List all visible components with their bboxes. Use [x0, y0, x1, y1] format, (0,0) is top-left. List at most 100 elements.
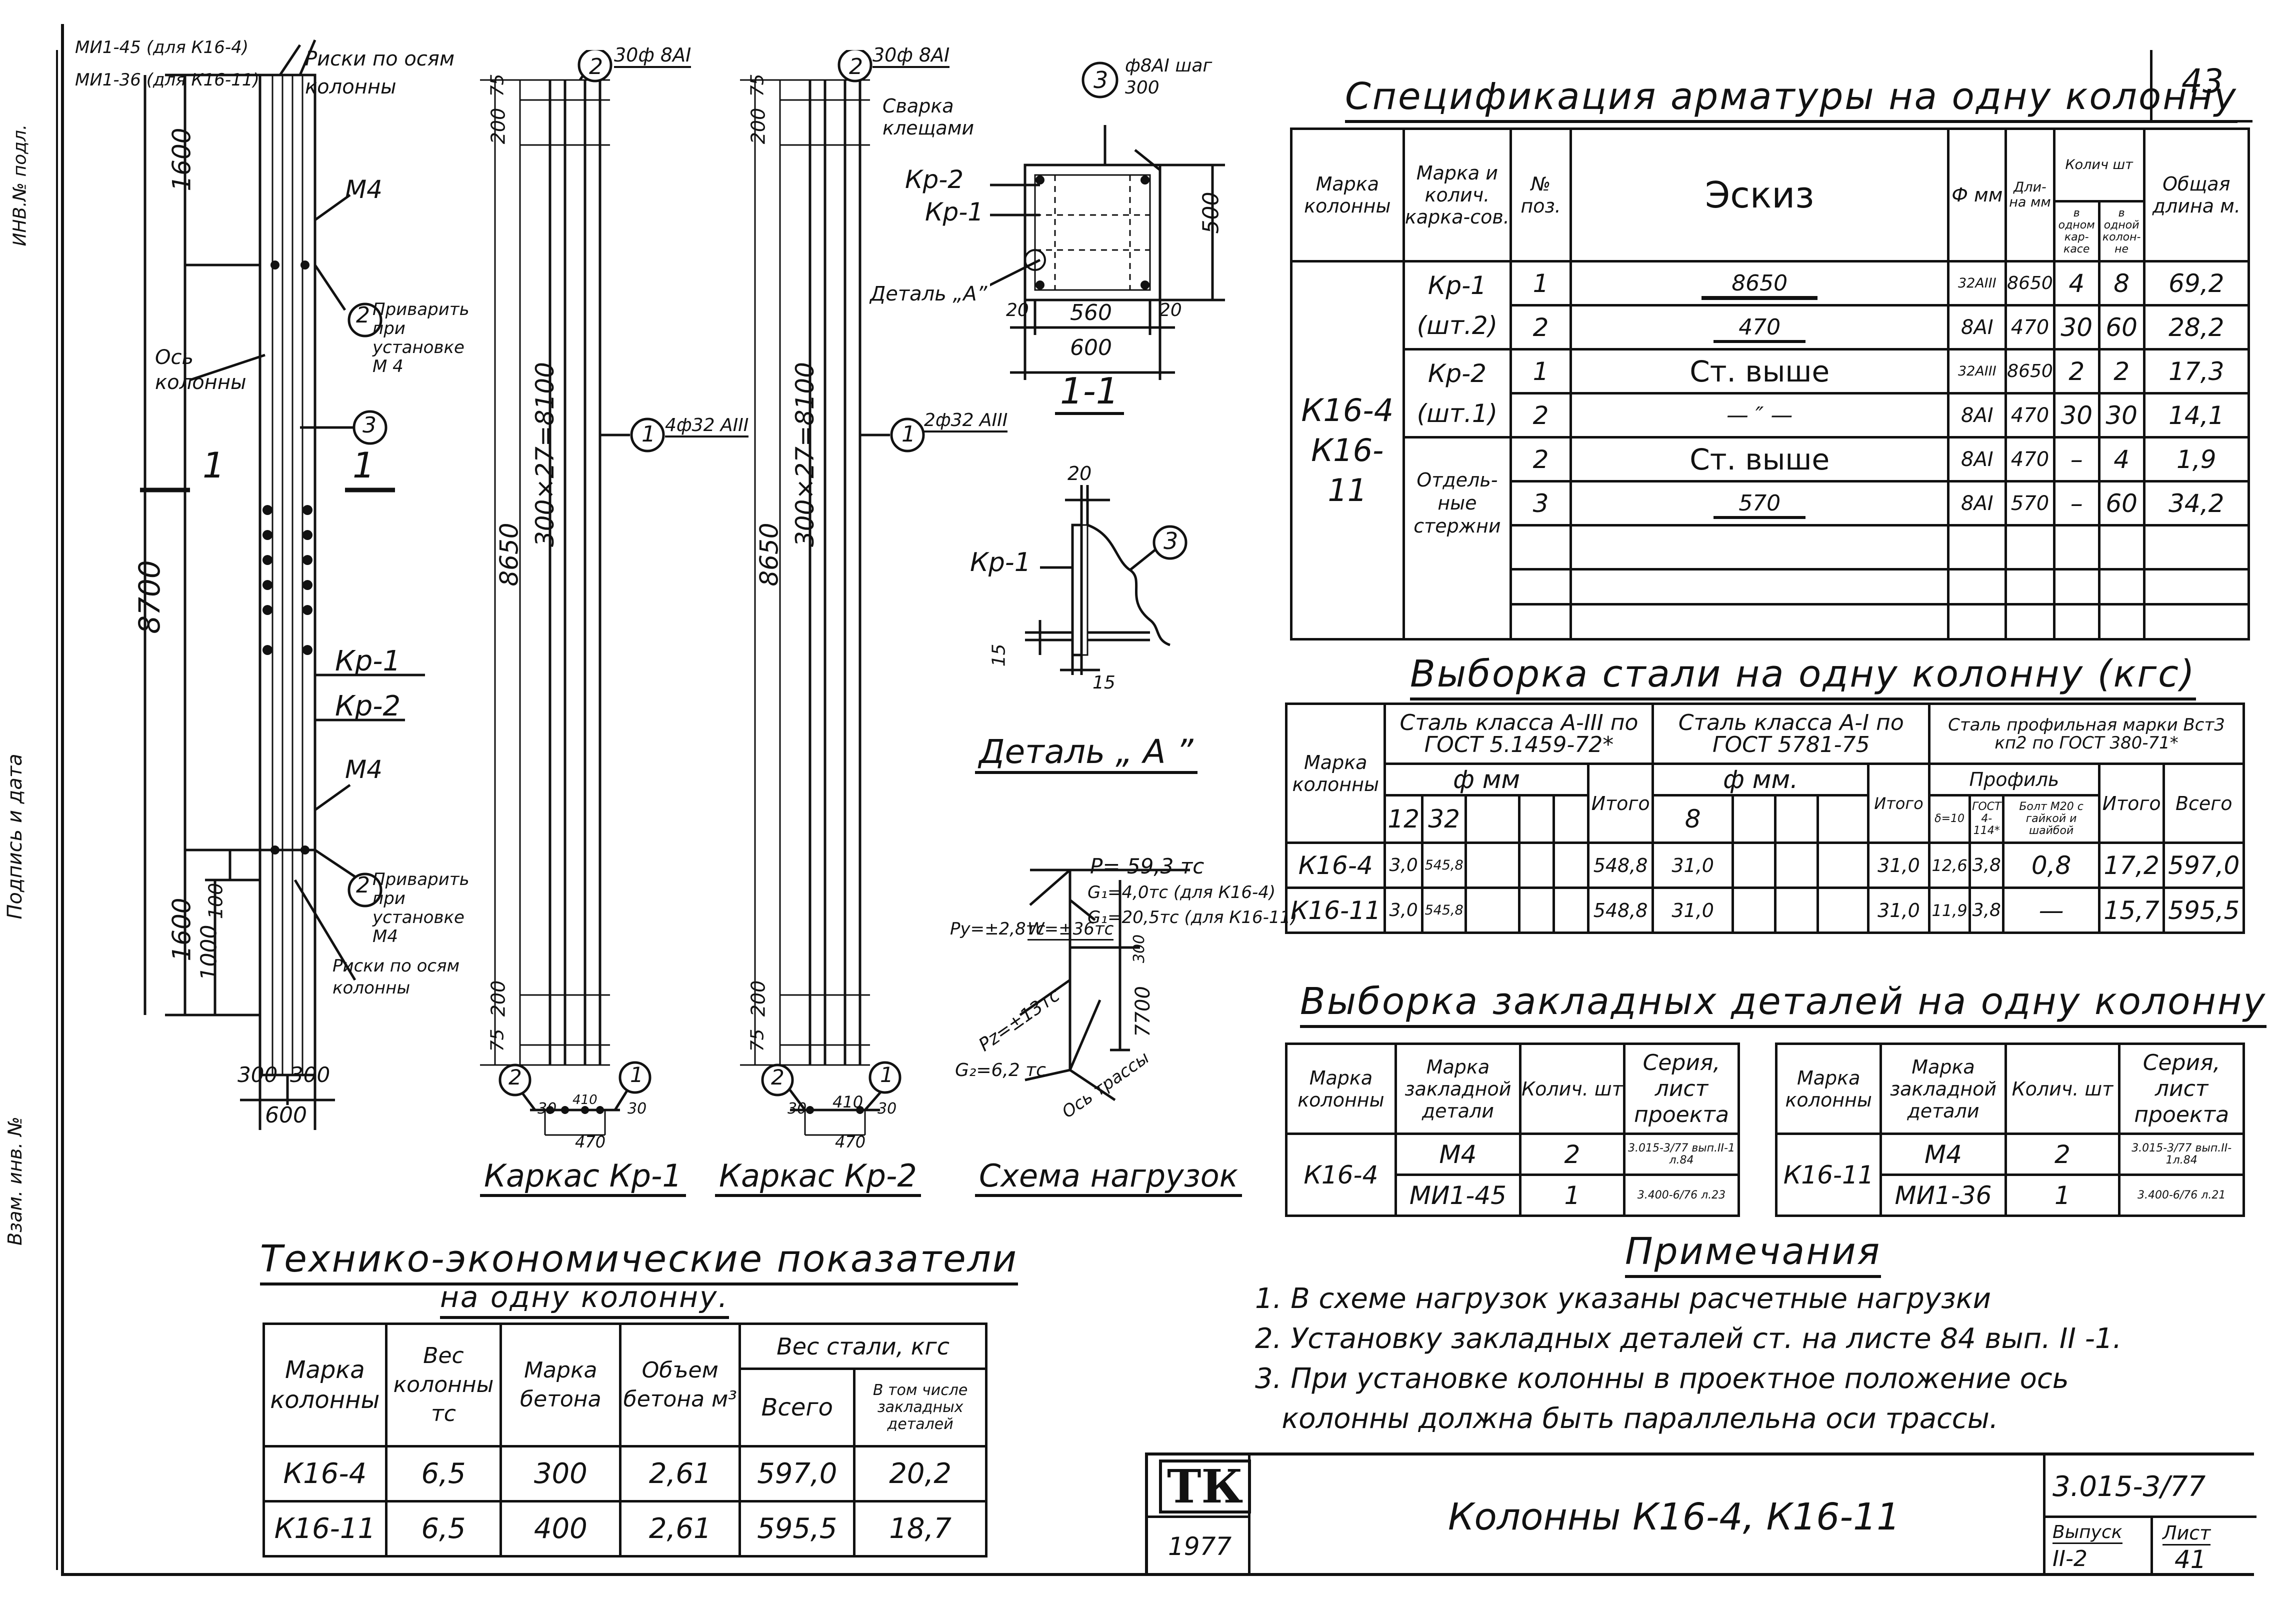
- kp2-title: Каркас Кр-2: [715, 1158, 921, 1197]
- steel-r1-it: 548,8: [1586, 842, 1654, 889]
- detail-a-num-3: 3: [1164, 528, 1178, 554]
- kp1-sec-2: 2: [508, 1065, 522, 1090]
- tep-h-mb: Марка бетона: [500, 1322, 622, 1448]
- spec-r3-kk: 2: [2052, 348, 2100, 394]
- spec-r3-phi: 32AIII: [1947, 348, 2008, 394]
- detail-a-dim-20: 20: [1068, 462, 1092, 484]
- detail-a-dim-15-left: 15: [988, 644, 1010, 667]
- steel-r1-bolt: 0,8: [2002, 842, 2100, 889]
- spec-r1-poz: 1: [1510, 260, 1572, 306]
- spec-group-2-a: Кр-2: [1428, 358, 1486, 388]
- kp1-sec-dim-b: 410: [572, 1092, 598, 1108]
- steel-h-a1: Сталь класса А-I по ГОСТ 5781-75: [1652, 702, 1931, 765]
- tep-r1-mb: 300: [500, 1445, 622, 1502]
- callout-kp1: Кр-1: [335, 645, 401, 678]
- kp1-callout-top: 30ф 8АI: [614, 44, 692, 68]
- kp2-sec-dim-c: 30: [878, 1100, 897, 1118]
- spec-r5-eskiz: Ст. выше: [1569, 436, 1950, 482]
- steel-h-12: 12: [1384, 794, 1424, 844]
- load-py: Py=±2,8тс: [950, 919, 1046, 939]
- tep-title-1: Технико-экономические показатели: [260, 1238, 1018, 1286]
- spec-table: Марка колонны Марка и колич. карка-сов. …: [1290, 128, 2250, 640]
- stamp-vyp: II-2: [2052, 1546, 2088, 1572]
- callout-m4-top: М4: [345, 175, 382, 204]
- tep-r1-incl: 20,2: [853, 1445, 988, 1502]
- emb-l-h-md: Марка закладной детали: [1394, 1042, 1522, 1135]
- spec-r1-kc: 8: [2098, 260, 2146, 306]
- spec-empty-row-2: [1292, 568, 2250, 606]
- spec-r4-poz: 2: [1510, 392, 1572, 438]
- sec11-callout: ф8АI шаг 300: [1125, 56, 1212, 98]
- kp2-dim-span: 300×27=8100: [790, 362, 820, 548]
- sec11-dim-600: 600: [1070, 335, 1112, 360]
- tep-table: Марка колонны Вес колонны тс Марка бетон…: [262, 1322, 988, 1558]
- steel-h-a3: Сталь класса А-III по ГОСТ 5.1459-72*: [1384, 702, 1654, 765]
- spec-empty-row-1: [1292, 524, 2250, 570]
- detail-a-drawing: [1025, 485, 1188, 675]
- emb-r-h-k: Колич. шт: [2004, 1042, 2121, 1135]
- spec-r3-eskiz: Ст. выше: [1569, 348, 1950, 394]
- callout-mi145: МИ1-45 (для К16-4): [75, 38, 249, 58]
- kp1-dim-span: 300×27=8100: [530, 362, 560, 548]
- margin-label-inv: ИНВ.№ подл.: [10, 124, 30, 246]
- steel-r1-v8: 31,0: [1652, 842, 1734, 889]
- steel-r2-v32: 545,8: [1420, 886, 1468, 934]
- kp1-sec-dim-d: 470: [575, 1132, 606, 1152]
- circle-2-top: 2: [356, 302, 370, 328]
- detail-a-dim-15-bottom: 15: [1092, 672, 1116, 693]
- load-dim-300: 300: [1130, 934, 1148, 964]
- steel-table: Марка колонны Сталь класса А-III по ГОСТ…: [1284, 702, 2245, 934]
- kp1-sec-dim-a: 30: [538, 1100, 557, 1118]
- spec-h-marka-col: Марка колонны: [1290, 128, 1405, 262]
- notes-title-text: Примечания: [1625, 1230, 1882, 1278]
- sec11-dim-560: 560: [1070, 300, 1112, 326]
- kp1-sec-dim-c: 30: [628, 1100, 647, 1118]
- load-p: P= 59,3 тс: [1090, 854, 1204, 878]
- spec-r6-poz: 3: [1510, 480, 1572, 526]
- steel-h-empty-a: [1464, 794, 1520, 844]
- callout-riski-bottom: Риски по осям колонны: [332, 956, 460, 998]
- stamp-vyp-label: Выпуск: [2052, 1522, 2122, 1544]
- callout-privarit-top: Приварить при установке М 4: [372, 300, 470, 376]
- steel-h-32: 32: [1420, 794, 1468, 844]
- steel-r2-v12: 3,0: [1384, 886, 1424, 934]
- emb-l-r1-k: 2: [1518, 1132, 1626, 1176]
- kp2-num-2-top: 2: [849, 54, 863, 80]
- emb-l-r2-s: 3.400-6/76 л.23: [1622, 1174, 1740, 1217]
- embedded-title: Выборка закладных деталей на одну колонн…: [1300, 980, 2267, 1028]
- spec-r6-eskiz: 570: [1714, 490, 1806, 519]
- emb-r-r2-s: 3.400-6/76 л.21: [2118, 1174, 2245, 1217]
- steel-h-empty-e: [1774, 794, 1819, 844]
- tep-r2-m: К16-11: [262, 1500, 388, 1558]
- dim-8700: 8700: [132, 560, 166, 634]
- spec-h-eskiz: Эскиз: [1569, 128, 1950, 262]
- emb-l-col: К16-4: [1285, 1132, 1397, 1217]
- spec-r5-phi: 8AI: [1947, 436, 2008, 482]
- kp2-sec-dim-b: 410: [832, 1092, 864, 1112]
- steel-r2-it3: 15,7: [2098, 886, 2166, 934]
- steel-r1-b: 12,6: [1928, 842, 1972, 889]
- emb-r-r1-s: 3.015-3/77 вып.II-1л.84: [2118, 1132, 2245, 1176]
- kp2-sec-2: 2: [771, 1065, 784, 1090]
- spec-col-mark-2: К16-11: [1311, 432, 1384, 508]
- spec-h-v-kark: в одном кар-касе: [2052, 200, 2100, 262]
- emb-r-r1-md: М4: [1880, 1132, 2007, 1176]
- spec-group-2-b: (шт.1): [1416, 398, 1498, 428]
- steel-r2-it2: 31,0: [1866, 886, 1931, 934]
- kp2-dim-200b: 200: [747, 980, 770, 1017]
- spec-r2-total: 28,2: [2142, 304, 2250, 350]
- section-1-1-drawing: [990, 62, 1225, 380]
- spec-h-phi: Ф мм: [1947, 128, 2008, 262]
- stamp-series: 3.015-3/77: [2052, 1470, 2206, 1503]
- tep-r1-v: 2,61: [619, 1445, 742, 1502]
- kp2-callout-mid: 2ф32 АIII: [924, 410, 1008, 432]
- embedded-title-text: Выборка закладных деталей на одну колонн…: [1300, 980, 2267, 1028]
- stamp-series-cell: 3.015-3/77: [2043, 1456, 2256, 1518]
- kp1-sec-1: 1: [630, 1062, 644, 1087]
- spec-r4-len: 470: [2004, 392, 2056, 438]
- spec-r1-phi: 32AIII: [1947, 260, 2008, 306]
- page-frame: [61, 24, 2254, 1576]
- emb-l-h-s: Серия, лист проекта: [1622, 1042, 1740, 1135]
- tep-title-2-text: на одну колонну.: [440, 1280, 729, 1319]
- callout-m4-bottom: М4: [345, 755, 382, 784]
